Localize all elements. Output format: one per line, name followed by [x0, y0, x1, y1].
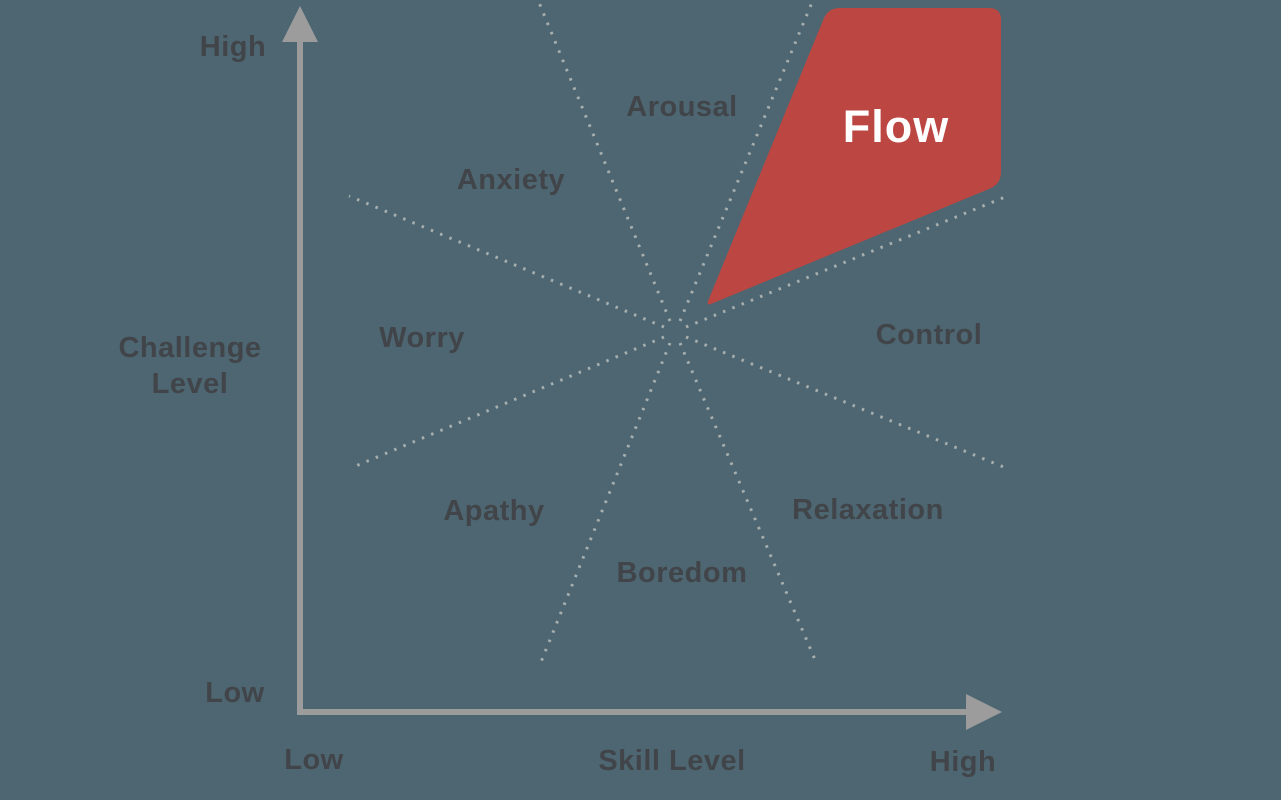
x-axis-title: Skill Level — [598, 744, 746, 777]
divider-boredom-apathy — [539, 342, 672, 663]
zone-label-boredom: Boredom — [616, 556, 748, 589]
divider-flow-control — [685, 193, 1011, 329]
zone-label-relaxation: Relaxation — [792, 493, 944, 526]
divider-apathy-worry — [350, 335, 665, 470]
divider-worry-anxiety — [348, 194, 665, 329]
y-axis-low-label: Low — [205, 676, 265, 709]
y-axis-high-label: High — [199, 30, 267, 63]
x-axis-arrow-icon — [966, 694, 1002, 730]
divider-anxiety-arousal — [536, 0, 672, 322]
zone-label-apathy: Apathy — [443, 494, 545, 527]
y-axis-title: Challenge Level — [118, 331, 262, 400]
flow-region-shape — [707, 8, 1001, 305]
zone-label-control: Control — [875, 318, 983, 351]
x-axis-high-label: High — [929, 745, 997, 778]
y-axis-arrow-icon — [282, 6, 318, 42]
divider-control-relaxation — [685, 335, 1007, 470]
x-axis-low-label: Low — [284, 743, 344, 776]
zone-label-arousal: Arousal — [626, 90, 738, 123]
zone-label-anxiety: Anxiety — [456, 163, 566, 196]
zone-label-worry: Worry — [379, 321, 465, 354]
flow-region-label: Flow — [842, 100, 950, 152]
